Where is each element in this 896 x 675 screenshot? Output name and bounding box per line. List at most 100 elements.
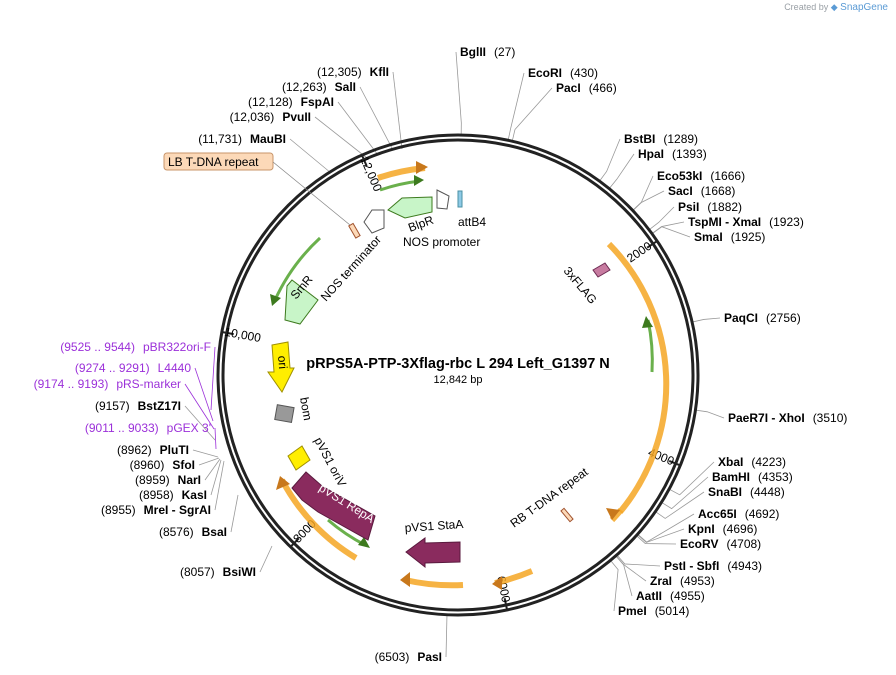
site-label[interactable]: PaqCI(2756) <box>724 311 801 325</box>
site-label[interactable]: (11,731)MauBI <box>198 132 286 146</box>
site-position: (8960) <box>130 458 165 472</box>
site-name: FspAI <box>301 95 334 109</box>
site-label[interactable]: SnaBI(4448) <box>708 485 785 499</box>
site-leader <box>214 427 217 450</box>
primer-label[interactable]: (9174 .. 9193)pRS-marker <box>34 377 181 391</box>
site-position: (4223) <box>751 455 786 469</box>
site-label[interactable]: PaeR7I - XhoI(3510) <box>728 411 847 425</box>
orange-feature-tracks <box>279 165 670 589</box>
orf-right <box>646 319 654 373</box>
site-label[interactable]: XbaI (4223) <box>718 455 786 469</box>
lb-tdna-leader <box>272 161 351 226</box>
site-name: BsiWI <box>223 565 256 579</box>
site-position: (8958) <box>139 488 174 502</box>
site-name: SacI <box>668 184 693 198</box>
site-label[interactable]: EcoRI(430) <box>528 66 598 80</box>
site-label[interactable]: BglII(27) <box>460 45 515 59</box>
site-leader <box>204 458 221 481</box>
site-name: XbaI <box>718 455 743 469</box>
site-label[interactable]: BstBI(1289) <box>624 132 698 146</box>
site-name: KasI <box>182 488 207 502</box>
orf-arrowhead <box>642 316 653 328</box>
site-label[interactable]: (12,305)KflI <box>317 65 389 79</box>
primer-label[interactable]: (9274 .. 9291)L4440 <box>75 361 191 375</box>
site-label[interactable]: AatII(4955) <box>636 589 705 603</box>
site-label[interactable]: (8955)MreI - SgrAI <box>101 503 211 517</box>
site-position: (4708) <box>726 537 761 551</box>
site-leader <box>599 138 621 182</box>
site-label[interactable]: HpaI(1393) <box>638 147 707 161</box>
site-name: BstBI <box>624 132 655 146</box>
site-label[interactable]: (8576)BsaI <box>159 525 227 539</box>
site-name: SmaI <box>694 230 723 244</box>
backbone-inner-ring <box>221 138 695 612</box>
site-position: (1882) <box>707 200 742 214</box>
site-label[interactable]: TspMI - XmaI(1923) <box>688 215 804 229</box>
site-label[interactable]: PsiI (1882) <box>678 200 742 214</box>
bom-box <box>274 404 295 424</box>
site-position: (8576) <box>159 525 194 539</box>
site-label[interactable]: (8959)NarI <box>135 473 201 487</box>
site-label[interactable]: KpnI(4696) <box>688 522 757 536</box>
site-position: (1666) <box>710 169 745 183</box>
site-label[interactable]: (8962)PluTI <box>117 443 189 457</box>
site-name: MauBI <box>250 132 286 146</box>
site-leader <box>695 409 725 419</box>
site-name: Eco53kI <box>657 169 702 183</box>
site-leader <box>184 405 216 441</box>
site-name: NarI <box>178 473 201 487</box>
site-leader <box>632 190 665 211</box>
site-label[interactable]: EcoRV(4708) <box>680 537 761 551</box>
site-label[interactable]: (12,128)FspAI <box>248 95 334 109</box>
site-label[interactable]: PstI - SbfI(4943) <box>664 559 762 573</box>
site-leader <box>192 449 219 458</box>
site-label[interactable]: BamHI(4353) <box>712 470 793 484</box>
site-label[interactable]: (9157)BstZ17I <box>95 399 181 413</box>
site-name: PsiI <box>678 200 699 214</box>
site-name: BglII <box>460 45 486 59</box>
lb-tdna-label-box <box>163 152 274 171</box>
attb4-box <box>457 190 463 208</box>
site-leader <box>455 51 462 136</box>
snapgene-logo-icon: ◆ <box>830 2 838 12</box>
primer-label[interactable]: (9011 .. 9033)pGEX 3' <box>85 421 211 435</box>
site-label[interactable]: (12,263)SalI <box>282 80 356 94</box>
track-arrowhead <box>400 572 410 587</box>
site-label[interactable]: PacI(466) <box>556 81 617 95</box>
site-label[interactable]: SacI(1668) <box>668 184 735 198</box>
primer-label[interactable]: (9525 .. 9544)pBR322ori-F <box>60 340 211 354</box>
tick-mark <box>646 240 658 249</box>
site-label[interactable]: (12,036)PvuII <box>230 110 311 124</box>
site-leader <box>636 535 677 545</box>
site-leader <box>184 383 215 430</box>
site-name: MreI - SgrAI <box>144 503 211 517</box>
site-label[interactable]: (8958) KasI <box>139 488 207 502</box>
site-leader <box>507 72 525 141</box>
nos-terminator-arrow <box>363 209 385 234</box>
site-label[interactable]: PmeI(5014) <box>618 604 689 618</box>
feature-label-ori: ori <box>275 355 290 370</box>
site-label[interactable]: Acc65I(4692) <box>698 507 779 521</box>
site-position: (4692) <box>745 507 780 521</box>
tick-mark <box>668 459 681 467</box>
label-leader-lines <box>184 51 725 658</box>
site-position: (9157) <box>95 399 130 413</box>
site-name: TspMI - XmaI <box>688 215 761 229</box>
site-name: L4440 <box>158 361 192 375</box>
site-leader <box>648 206 675 231</box>
plasmid-size: 12,842 bp <box>434 374 483 386</box>
feature-label-nos-terminator: NOS terminator <box>318 233 384 304</box>
blpr-arrow <box>387 196 433 219</box>
site-name: AatII <box>636 589 662 603</box>
site-label[interactable]: ZraI(4953) <box>650 574 715 588</box>
site-label[interactable]: (8057)BsiWI <box>180 565 256 579</box>
site-position: (4953) <box>680 574 715 588</box>
site-label[interactable]: Eco53kI (1666) <box>657 169 745 183</box>
site-label[interactable]: (8960)SfoI <box>130 458 195 472</box>
site-label[interactable]: SmaI(1925) <box>694 230 765 244</box>
site-position: (12,263) <box>282 80 327 94</box>
tick-label: 2000 <box>624 239 654 266</box>
site-leader <box>615 555 633 597</box>
feature-label-pvs1-staa: pVS1 StaA <box>404 517 464 535</box>
site-label[interactable]: (6503)PasI <box>375 650 442 664</box>
